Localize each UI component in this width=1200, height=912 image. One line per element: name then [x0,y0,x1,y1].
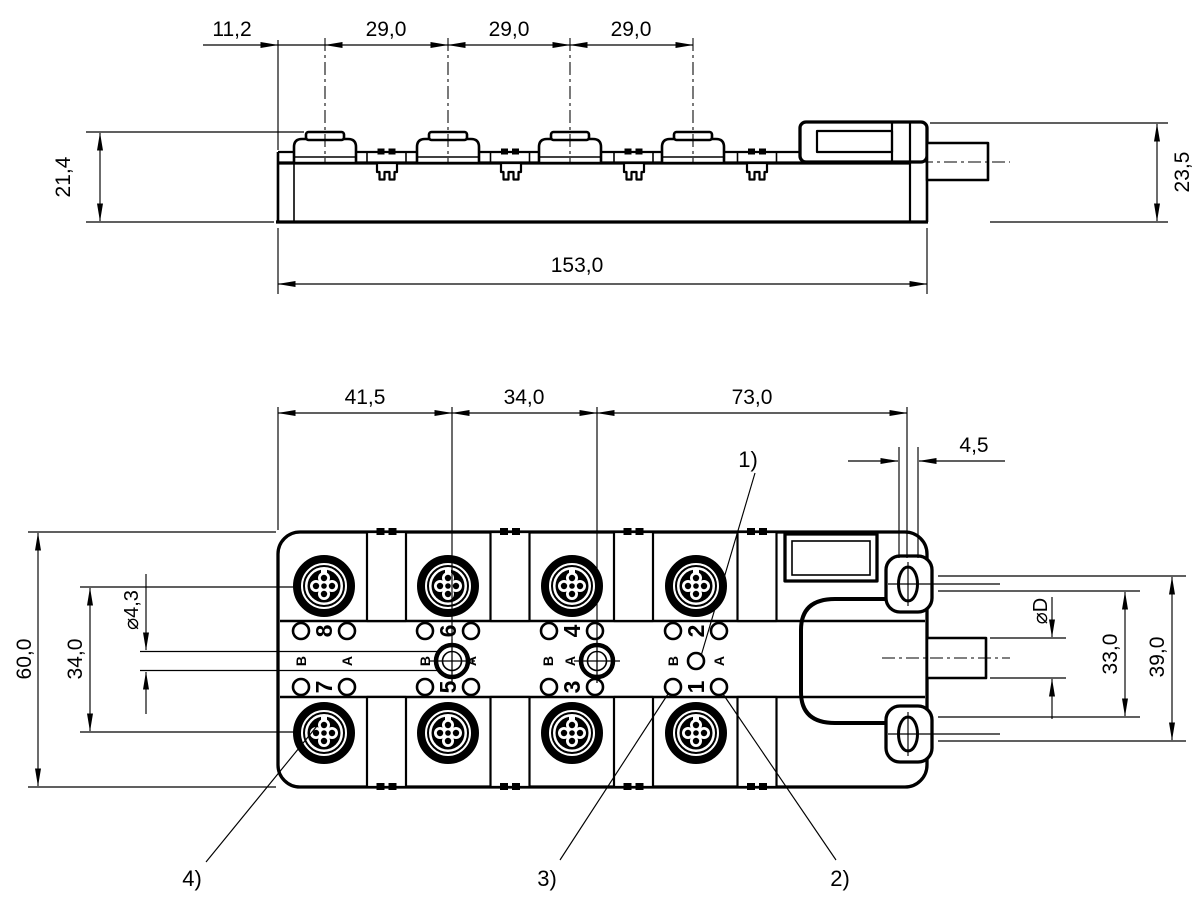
top-view-cable-stub [882,636,1010,680]
dim-ear-span-inner: 33,0 [1099,634,1122,675]
side-view-connector-bumps [292,130,726,165]
side-view-cable-stub [896,141,1010,182]
dim-width-3: 73,0 [732,386,773,409]
led-indicator [585,677,605,697]
channel-label-b: B [293,656,309,666]
m12-port-1 [669,706,723,760]
port-number: 4 [559,624,585,637]
led-indicator [539,621,559,641]
dim-pitch-2: 29,0 [489,18,530,41]
channel-label-b: B [665,656,681,666]
callout-1: 1) [738,447,758,472]
led-indicator [709,677,729,697]
led-indicator [461,677,481,697]
led-indicator [663,621,683,641]
led-indicator [291,677,311,697]
led-indicator [709,621,729,641]
channel-label-a: A [711,656,727,666]
dim-cable-dia: ⌀D [1030,598,1052,624]
port-number: 6 [435,625,461,638]
m12-port-8 [297,559,351,613]
callout-3: 3) [537,866,557,891]
side-view-ribs [366,148,778,163]
channel-label-b: B [417,656,433,666]
dim-pitch-1: 29,0 [366,18,407,41]
led-indicator [337,621,357,641]
mounting-clip [375,161,399,181]
dim-height-right: 23,5 [1171,152,1194,193]
dim-width-1: 41,5 [345,386,386,409]
callouts: 1) 2) 3) 4) [182,447,850,891]
dim-pitch-3: 29,0 [611,18,652,41]
side-view-clips [375,161,769,181]
led-strip: 8 7 B A 6 5 B A 4 3 B A [291,621,729,697]
port-number: 3 [559,681,585,694]
m12-port-3 [545,706,599,760]
callout-4: 4) [182,866,202,891]
dim-ear-span-outer: 39,0 [1146,637,1169,678]
mounting-ear-top [884,554,1000,614]
mounting-clip [499,161,523,181]
side-view-label-block [798,120,929,164]
led-indicator [539,677,559,697]
m12-port-7 [297,706,351,760]
dim-slot-width: 4,5 [959,434,988,457]
mounting-clip [622,161,646,181]
m12-port-5 [421,706,475,760]
port-number: 1 [683,680,709,693]
top-view-ribs [365,528,778,790]
led-indicator [663,677,683,697]
label-window [783,532,879,583]
dim-pitch-offset: 11,2 [212,18,251,41]
side-view-dimensions: 11,2 29,0 29,0 29,0 21,4 23,5 153,0 [52,18,1194,294]
callout-2: 2) [830,866,850,891]
channel-label-a: A [339,656,355,666]
channel-label-a: A [562,656,578,666]
dim-height-left: 21,4 [52,156,75,197]
port-number: 8 [311,624,337,637]
channel-label-b: B [540,656,556,666]
mounting-clip [745,161,769,181]
top-view: 8 7 B A 6 5 B A 4 3 B A [13,386,1186,891]
dim-row-spacing: 34,0 [64,639,87,680]
port-number: 7 [311,681,337,694]
dim-overall-width: 60,0 [13,639,36,680]
cable-boss [799,597,927,725]
led-indicator [585,621,605,641]
diagnostic-led [686,651,706,671]
port-number: 5 [435,680,461,693]
led-indicator [415,677,435,697]
led-indicator [291,621,311,641]
dim-overall-length: 153,0 [551,254,604,277]
led-indicator [337,677,357,697]
mounting-ear-bottom [884,704,1000,764]
dim-mounting-hole-dia: ⌀4,3 [121,590,143,630]
m12-port-6 [421,559,475,613]
led-indicator [461,621,481,641]
m12-port-4 [545,559,599,613]
port-number: 2 [683,625,709,638]
led-indicator [415,621,435,641]
dim-width-2: 34,0 [504,386,545,409]
side-view: 11,2 29,0 29,0 29,0 21,4 23,5 153,0 [52,18,1194,294]
top-view-dimensions: 41,5 34,0 73,0 4,5 60,0 34,0 ⌀4,3 [13,386,1186,788]
m12-port-2 [669,559,723,613]
